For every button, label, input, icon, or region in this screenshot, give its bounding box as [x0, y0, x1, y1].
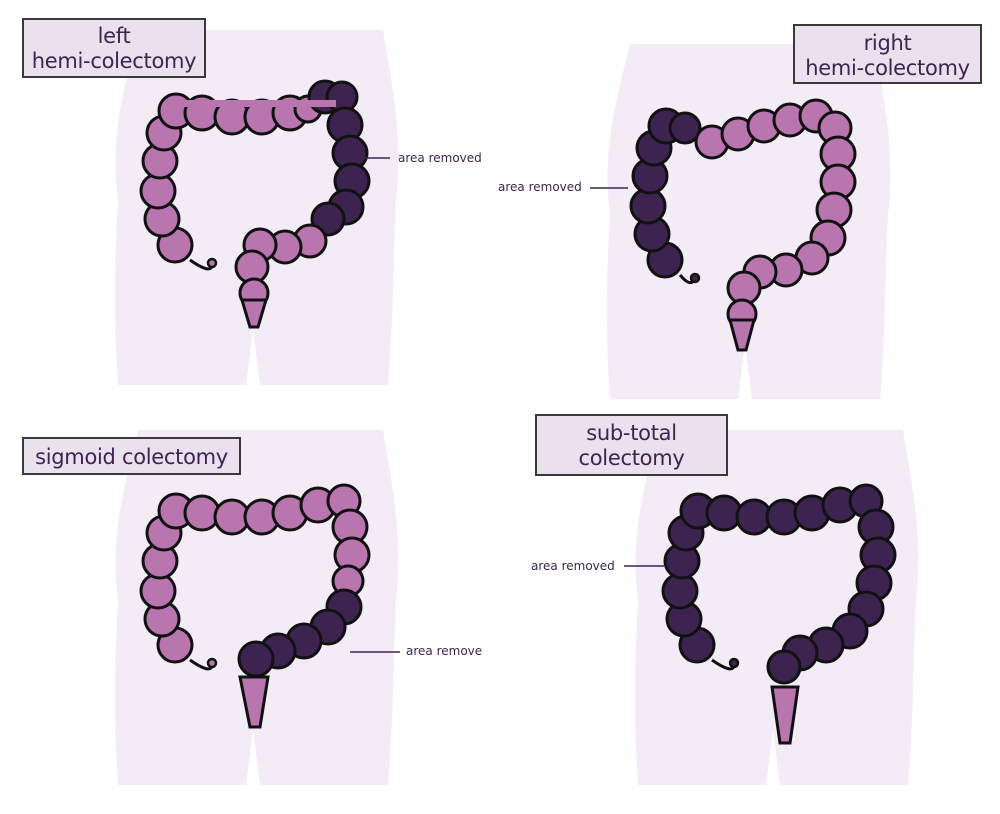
colon-right-hemi [629, 98, 857, 352]
title-line: sub-total [586, 421, 677, 445]
colon-sigmoid [139, 483, 371, 729]
annotation-area-removed: area removed [398, 151, 482, 165]
panel-sigmoid-colectomy [115, 430, 400, 785]
title-line: colectomy [578, 446, 685, 470]
title-right-hemicolectomy: right hemi-colectomy [793, 24, 982, 84]
annotation-area-removed: area removed [498, 180, 582, 194]
title-line: left [97, 24, 131, 48]
title-line: hemi-colectomy [805, 56, 970, 80]
title-sigmoid-colectomy: sigmoid colectomy [22, 437, 241, 475]
colon-subtotal [661, 483, 897, 745]
panel-left-hemicolectomy [115, 30, 399, 385]
title-left-hemicolectomy: left hemi-colectomy [22, 18, 206, 78]
title-subtotal-colectomy: sub-total colectomy [535, 414, 728, 476]
panel-subtotal-colectomy [624, 430, 919, 785]
title-line: hemi-colectomy [31, 49, 197, 73]
title-line: sigmoid colectomy [35, 445, 228, 469]
title-line: right [863, 31, 912, 55]
annotation-area-removed: area removed [531, 559, 615, 573]
annotation-area-removed: area remove [406, 644, 483, 658]
colon-left-hemi [139, 79, 371, 329]
panel-right-hemicolectomy [590, 44, 891, 399]
